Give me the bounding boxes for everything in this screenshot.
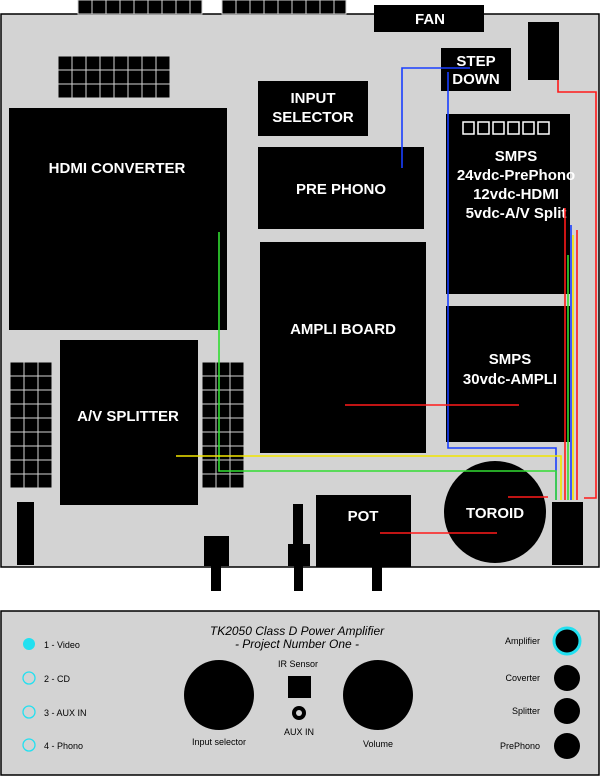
pot-shaft [372, 567, 382, 591]
volume-knob-label: Volume [363, 739, 393, 749]
input-selector-module [258, 81, 368, 136]
front-panel: TK2050 Class D Power Amplifier - Project… [0, 610, 600, 776]
input-selector-knob-block [204, 536, 229, 566]
ir-sensor-label: IR Sensor [278, 659, 318, 669]
toroid-transformer [444, 461, 546, 563]
input-led-video[interactable] [23, 638, 35, 650]
indicator-splitter[interactable] [554, 698, 580, 724]
toroid-label: TOROID [466, 505, 524, 522]
input-selector-knob-label: Input selector [192, 737, 246, 747]
fan-label: FAN [415, 11, 445, 28]
input-label-aux-in: 3 - AUX IN [44, 708, 87, 718]
indicator-label-amplifier: Amplifier [505, 636, 540, 646]
input-led-aux-in[interactable] [22, 705, 36, 719]
step-down-label-1: STEP [456, 53, 495, 70]
green-wires [218, 232, 569, 500]
input-selector-label-1: INPUT [291, 90, 336, 107]
smps-top-label-2: 24vdc-PrePhono [457, 167, 575, 184]
input-selector-knob[interactable] [184, 660, 254, 730]
indicator-label-coverter: Coverter [505, 673, 540, 683]
av-splitter-left-grid [9, 361, 53, 489]
input-label-video: 1 - Video [44, 640, 80, 650]
volume-knob[interactable] [343, 660, 413, 730]
av-splitter-module [60, 340, 198, 505]
ir-sensor-window [288, 676, 311, 698]
aux-in-label: AUX IN [284, 727, 314, 737]
input-selector-shaft [211, 566, 221, 591]
smps-bottom-label-2: 30vdc-AMPLI [463, 371, 557, 388]
hdmi-converter-label: HDMI CONVERTER [49, 160, 186, 177]
input-label-phono: 4 - Phono [44, 741, 83, 751]
indicator-prephono[interactable] [554, 733, 580, 759]
pot-module [316, 495, 411, 567]
av-splitter-label: A/V SPLITTER [77, 408, 179, 425]
hdmi-converter-module [9, 108, 227, 330]
pot-label: POT [348, 508, 379, 525]
input-led-cd[interactable] [22, 671, 36, 685]
front-panel-title: TK2050 Class D Power Amplifier [210, 624, 385, 638]
aux-jack-shaft [294, 566, 303, 591]
indicator-label-splitter: Splitter [512, 706, 540, 716]
smps-bottom-label-1: SMPS [489, 351, 532, 368]
fan-module [374, 5, 484, 32]
av-splitter-right-grid [201, 361, 245, 489]
pre-phono-module [258, 147, 424, 229]
ampli-board-module [260, 242, 426, 453]
step-down-module [441, 48, 511, 91]
smps-top-label-1: SMPS [495, 148, 538, 165]
power-switch-block [552, 502, 583, 565]
pre-phono-label: PRE PHONO [296, 181, 386, 198]
top-connector-left [77, 0, 203, 15]
smps-top-label-3: 12vdc-HDMI [473, 186, 559, 203]
top-connector-right [221, 0, 347, 15]
input-selector-label-2: SELECTOR [272, 109, 354, 126]
smps-ampli-module [446, 306, 570, 442]
step-down-label-2: DOWN [452, 71, 500, 88]
aux-in-jack-hole [296, 710, 302, 716]
indicator-coverter[interactable] [554, 665, 580, 691]
hdmi-connector-grid [57, 55, 171, 99]
red-wires [345, 80, 597, 534]
ampli-board-label: AMPLI BOARD [290, 321, 396, 338]
indicator-amplifier[interactable] [552, 626, 582, 656]
front-panel-subtitle: - Project Number One - [235, 637, 359, 651]
ir-sensor-stem [293, 504, 303, 544]
yellow-wires [176, 235, 574, 500]
input-led-phono[interactable] [22, 738, 36, 752]
ir-sensor-block [288, 544, 310, 566]
rear-jack-left [17, 502, 34, 565]
chassis-top-view: FAN STEP DOWN INPUT SELECTOR HDMI CONVER… [0, 0, 600, 591]
smps-top-label-4: 5vdc-A/V Split [466, 205, 567, 222]
input-label-cd: 2 - CD [44, 674, 71, 684]
indicator-label-prephono: PrePhono [500, 741, 540, 751]
smps-terminal-strip [462, 121, 550, 135]
power-inlet-block [528, 22, 559, 80]
smps-low-voltage-module [446, 114, 570, 294]
